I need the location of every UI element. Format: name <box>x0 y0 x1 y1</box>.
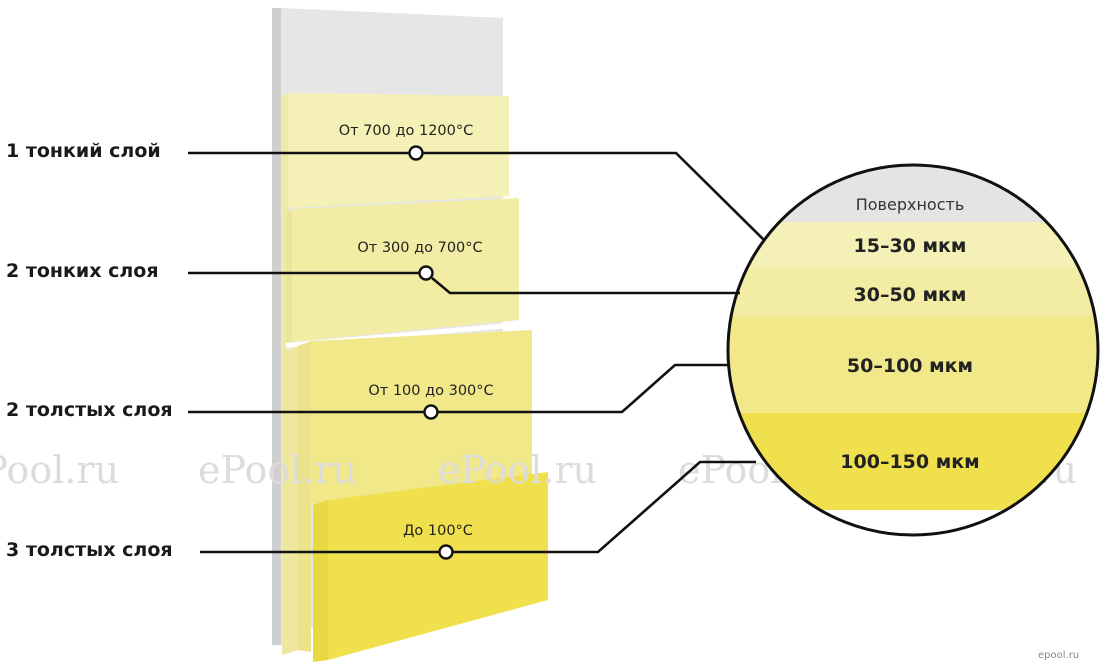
band-3 <box>728 316 1098 413</box>
leader-line-4-to-circle <box>453 460 756 554</box>
temp-label-2: От 300 до 700°С <box>357 240 482 256</box>
surface-label: Поверхность <box>856 195 965 214</box>
band-label-3: 50–100 мкм <box>847 355 973 377</box>
layer-block-2-face <box>292 198 519 342</box>
temp-label-1: От 700 до 1200°С <box>339 123 474 139</box>
marker-dot-3 <box>423 404 439 420</box>
band-label-1: 15–30 мкм <box>854 235 967 257</box>
leader-line-1-to-circle <box>423 151 765 241</box>
marker-dots <box>408 145 454 560</box>
magnifier-ring <box>726 163 1100 537</box>
layer-block-4 <box>313 472 548 662</box>
band-1 <box>728 222 1098 268</box>
layer-block-2-side <box>286 209 292 348</box>
layer-count-label-4: 3 толстых слоя <box>6 539 173 561</box>
layer-block-4-face <box>328 472 548 660</box>
marker-dot-1 <box>408 145 424 161</box>
watermark-text: ePool.ru <box>438 448 597 492</box>
layer-block-1-face <box>288 93 509 208</box>
leader-line-3-to-circle <box>438 363 728 414</box>
layer-block-4-side <box>313 500 328 662</box>
layer-block-3-side-a <box>282 346 298 655</box>
temp-label-4: До 100°С <box>403 523 473 539</box>
leader-lines <box>188 151 765 554</box>
layer-block-3-face <box>311 330 532 505</box>
marker-dot-2 <box>418 265 434 281</box>
band-label-2: 30–50 мкм <box>854 284 967 306</box>
watermark-text: ePool.ru <box>0 448 119 492</box>
layer-block-1 <box>282 93 509 358</box>
marker-dot-4 <box>438 544 454 560</box>
leader-line-2-to-circle <box>431 277 740 295</box>
band-2 <box>728 268 1098 316</box>
layer-count-label-2: 2 тонких слоя <box>6 260 159 282</box>
layer-count-label-1: 1 тонкий слой <box>6 140 161 162</box>
watermark-corner: epool.ru <box>1038 650 1079 661</box>
watermark-text: ePool.ru <box>198 448 357 492</box>
temp-label-3: От 100 до 300°С <box>368 383 493 399</box>
wall-edge <box>272 8 281 645</box>
layer-block-3 <box>282 330 532 655</box>
band-label-4: 100–150 мкм <box>840 451 979 473</box>
layer-count-label-3: 2 толстых слоя <box>6 399 173 421</box>
layer-block-3-side-b <box>298 341 311 652</box>
